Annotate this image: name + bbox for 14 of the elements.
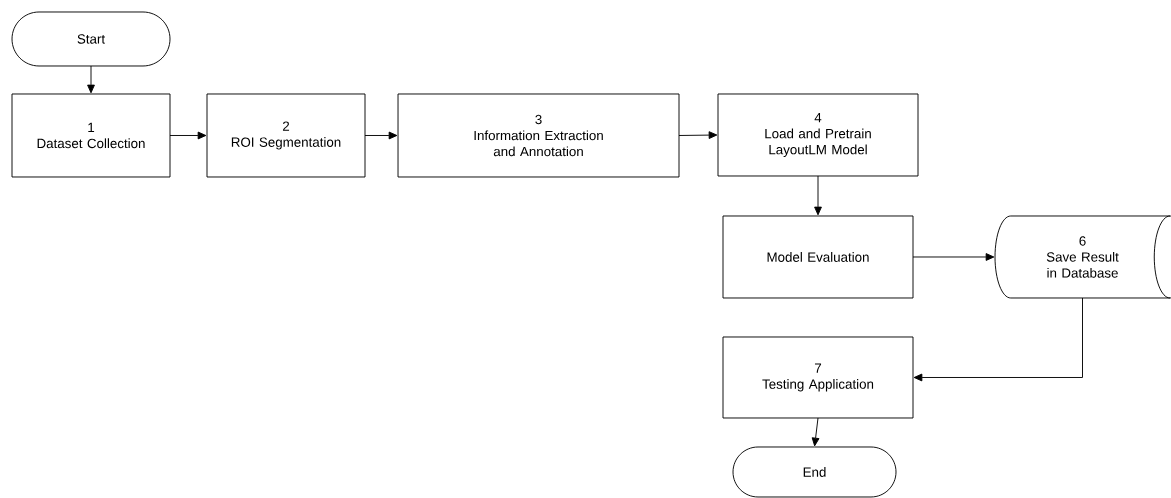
arrow bbox=[912, 253, 995, 261]
process-box: 2 ROI Segmentation bbox=[206, 93, 366, 178]
process-box: 3 Information Extraction and Annotation bbox=[397, 93, 680, 178]
arrow bbox=[913, 297, 1083, 382]
process-box: Model Evaluation bbox=[722, 215, 914, 299]
arrow bbox=[814, 175, 822, 216]
arrow bbox=[678, 131, 718, 139]
arrow bbox=[87, 65, 95, 94]
process-box: 1 Dataset Collection bbox=[11, 93, 171, 178]
arrow bbox=[811, 417, 820, 447]
process-box: 7 Testing Application bbox=[722, 336, 914, 419]
arrow bbox=[364, 131, 398, 140]
arrow bbox=[169, 131, 207, 140]
process-box: 4 Load and Pretrain LayoutLM Model bbox=[717, 93, 919, 177]
